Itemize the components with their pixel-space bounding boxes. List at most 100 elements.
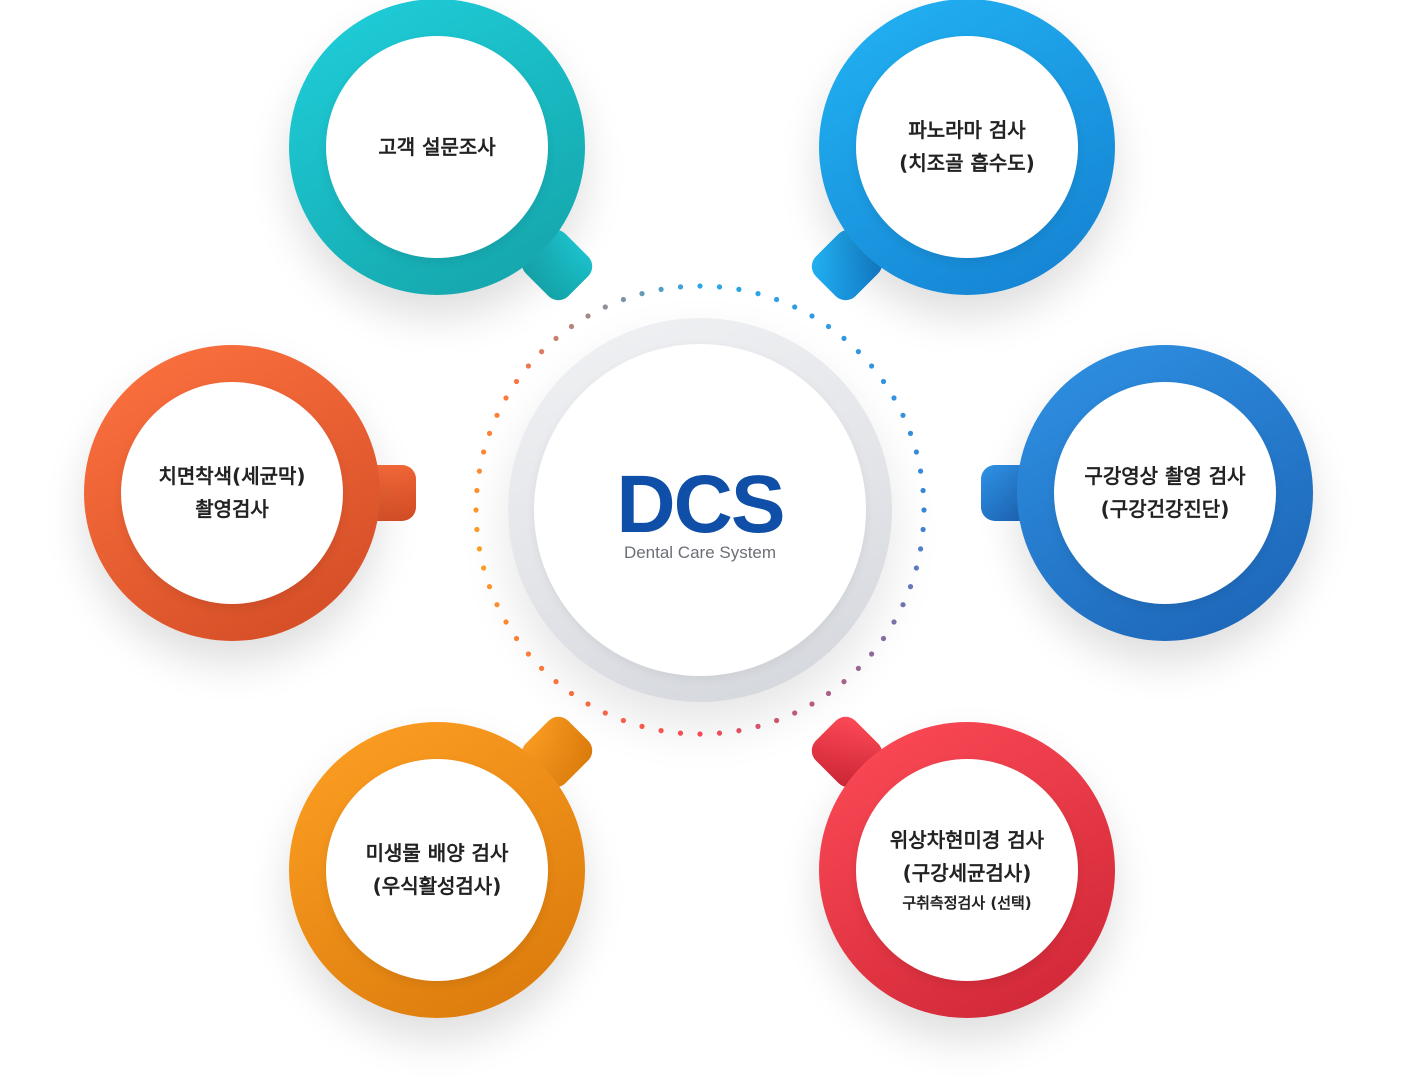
orbit-dot xyxy=(716,284,723,290)
orbit-dot xyxy=(900,412,906,418)
orbit-dot xyxy=(891,619,897,625)
node-label-line: (치조골 흡수도) xyxy=(899,151,1035,175)
orbit-dot xyxy=(841,679,847,685)
orbit-dot xyxy=(503,395,509,401)
orbit-dot xyxy=(553,335,559,341)
orbit-dot xyxy=(736,728,742,734)
orbit-dot xyxy=(481,449,487,455)
orbit-dot xyxy=(620,717,627,724)
orbit-dot xyxy=(825,323,832,330)
orbit-dot xyxy=(913,449,920,455)
node-note: 구취측정검사 (선택) xyxy=(902,894,1032,912)
orbit-dot xyxy=(774,296,780,303)
orbit-dot xyxy=(869,651,875,657)
node-label-line: 파노라마 검사 xyxy=(908,118,1026,142)
node-phase-contrast: 위상차현미경 검사 (구강세균검사) 구취측정검사 (선택) xyxy=(819,722,1115,1018)
orbit-dot xyxy=(639,291,645,297)
orbit-dot xyxy=(476,546,482,552)
orbit-dot xyxy=(494,412,500,418)
orbit-dot xyxy=(755,291,761,297)
orbit-dot xyxy=(481,565,487,571)
node-panorama: 파노라마 검사 (치조골 흡수도) xyxy=(819,0,1115,295)
node-label-line: 촬영검사 xyxy=(195,497,269,521)
node-label-line: 미생물 배양 검사 xyxy=(365,841,509,865)
orbit-dot xyxy=(476,468,482,474)
node-label-line: (구강건강진단) xyxy=(1100,497,1230,521)
orbit-dot xyxy=(880,378,887,385)
orbit-dot xyxy=(494,602,500,608)
orbit-dot xyxy=(809,313,815,319)
orbit-dot xyxy=(920,526,926,533)
node-label-line: 구강영상 촬영 검사 xyxy=(1084,464,1246,488)
orbit-dot xyxy=(891,395,897,401)
orbit-dot xyxy=(658,286,664,292)
orbit-dot xyxy=(486,584,493,590)
node-label-circle: 고객 설문조사 xyxy=(326,36,548,258)
orbit-dot xyxy=(677,284,684,290)
orbit-dot xyxy=(553,679,559,685)
orbit-dot xyxy=(921,507,927,513)
orbit-dot xyxy=(503,619,509,625)
orbit-dot xyxy=(474,526,480,533)
node-oral-image: 구강영상 촬영 검사 (구강건강진단) xyxy=(1017,345,1313,641)
node-microbe: 미생물 배양 검사 (우식활성검사) xyxy=(289,722,585,1018)
node-label-circle: 치면착색(세균막) 촬영검사 xyxy=(121,382,343,604)
orbit-dot xyxy=(913,565,920,571)
node-label-circle: 구강영상 촬영 검사 (구강건강진단) xyxy=(1054,382,1276,604)
node-label-line: (우식활성검사) xyxy=(372,874,502,898)
orbit-dot xyxy=(658,728,664,734)
orbit-dot xyxy=(855,349,862,355)
orbit-dot xyxy=(697,731,703,737)
node-label-circle: 위상차현미경 검사 (구강세균검사) 구취측정검사 (선택) xyxy=(856,759,1078,981)
orbit-dot xyxy=(602,304,608,310)
orbit-dot xyxy=(639,723,645,730)
node-label-circle: 미생물 배양 검사 (우식활성검사) xyxy=(326,759,548,981)
center-hub xyxy=(534,344,866,676)
orbit-dot xyxy=(568,323,575,330)
node-label-line: 고객 설문조사 xyxy=(378,134,496,159)
orbit-dot xyxy=(736,286,742,292)
orbit-dot xyxy=(792,304,798,310)
dcs-subtitle: Dental Care System xyxy=(623,543,777,562)
orbit-dot xyxy=(677,730,684,736)
orbit-dot xyxy=(513,635,520,642)
node-label-line: (구강세균검사) xyxy=(902,861,1032,885)
node-tooth-color: 치면착색(세균막) 촬영검사 xyxy=(84,345,380,641)
node-label-line: 위상차현미경 검사 xyxy=(889,828,1045,852)
orbit-dot xyxy=(809,701,815,707)
orbit-dot xyxy=(855,665,862,672)
orbit-dot xyxy=(900,602,906,608)
orbit-dot xyxy=(539,665,545,672)
dcs-logo-text: DCS xyxy=(616,459,785,550)
orbit-dot xyxy=(473,507,479,513)
orbit-dot xyxy=(620,296,627,303)
node-label-circle: 파노라마 검사 (치조골 흡수도) xyxy=(856,36,1078,258)
orbit-dot xyxy=(869,363,875,369)
orbit-dot xyxy=(525,363,532,369)
orbit-dot xyxy=(602,710,608,716)
orbit-dot xyxy=(755,723,761,730)
orbit-dot xyxy=(825,690,832,697)
orbit-dot xyxy=(474,487,480,494)
node-survey: 고객 설문조사 xyxy=(289,0,585,295)
orbit-dot xyxy=(716,730,723,736)
orbit-dot xyxy=(513,378,520,385)
orbit-dot xyxy=(880,635,887,642)
orbit-dot xyxy=(539,349,545,355)
orbit-dot xyxy=(918,468,924,474)
node-label-line: 치면착색(세균막) xyxy=(158,464,306,488)
orbit-dot xyxy=(907,430,914,436)
orbit-dot xyxy=(525,651,532,657)
orbit-dot xyxy=(920,487,926,494)
orbit-dot xyxy=(585,701,591,707)
orbit-dot xyxy=(568,690,575,697)
orbit-dot xyxy=(774,717,780,724)
orbit-dot xyxy=(697,283,703,289)
orbit-dot xyxy=(585,313,591,319)
orbit-dot xyxy=(792,710,798,716)
orbit-dot xyxy=(918,546,924,552)
orbit-dot xyxy=(486,430,493,436)
orbit-dot xyxy=(841,335,847,341)
